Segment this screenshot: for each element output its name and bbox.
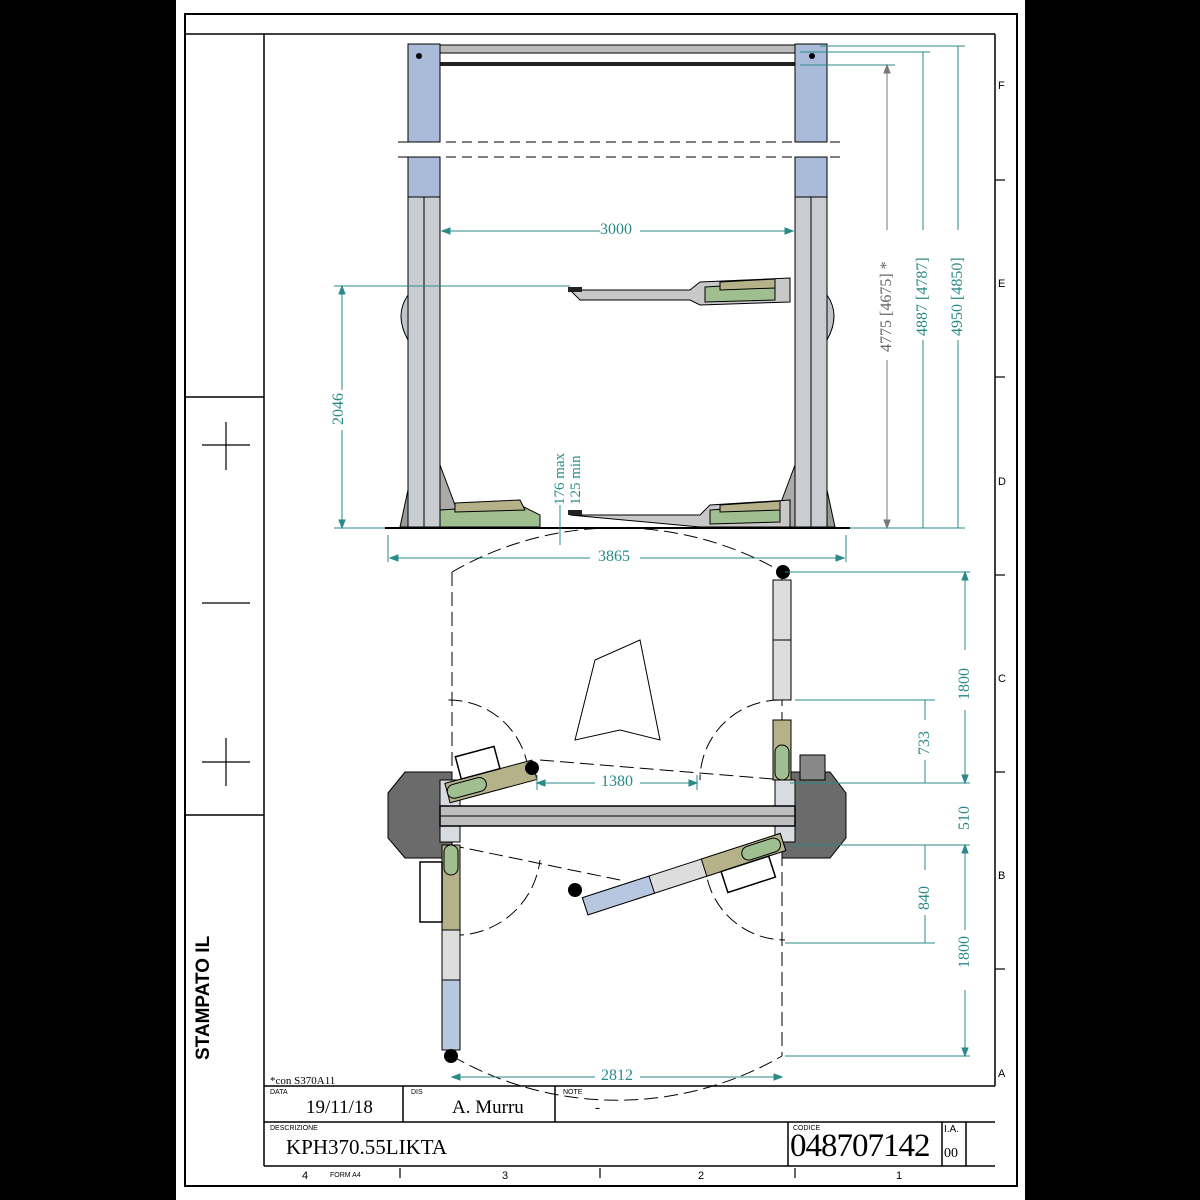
- ia-value: 00: [944, 1146, 958, 1161]
- plan-dimensions: [450, 570, 970, 1081]
- data-label: DATA: [270, 1089, 288, 1096]
- codice-value: 048707142: [790, 1128, 930, 1164]
- data-value: 19/11/18: [306, 1097, 373, 1118]
- dim-height-b: 4887 [4787]: [914, 257, 931, 336]
- zone-row-d: D: [998, 476, 1006, 488]
- dim-overall-width: 3865: [598, 548, 630, 565]
- outer-frame: [184, 13, 1018, 1187]
- dim-arm-gap: 1380: [601, 773, 633, 790]
- stamp-label: STAMPATO IL: [193, 935, 214, 1060]
- zone-ticks: [399, 179, 1005, 1178]
- zone-row-f: F: [998, 80, 1005, 92]
- registration-marks: [202, 422, 250, 786]
- ia-label: I.A.: [944, 1124, 960, 1135]
- drawing-sheet: [176, 0, 1025, 1200]
- descrizione-value: KPH370.55LIKTA: [286, 1135, 448, 1159]
- dim-upper-inner: 733: [916, 731, 933, 755]
- dim-lower-inner: 840: [916, 886, 933, 910]
- dim-front-width: 2812: [601, 1067, 633, 1084]
- zone-row-a: A: [998, 1068, 1006, 1080]
- title-block-grid: [263, 1085, 995, 1166]
- codice-label: CODICE: [793, 1125, 821, 1132]
- dim-lower-arm-height: 2046: [330, 393, 347, 425]
- dim-pad-max: 176 max: [552, 452, 568, 505]
- zone-row-e: E: [998, 278, 1006, 290]
- front-dimensions: [334, 45, 965, 562]
- zone-col-3: 3: [502, 1170, 509, 1182]
- dim-height-c: 4950 [4850]: [949, 257, 966, 336]
- dim-height-a: 4775 [4675] *: [878, 261, 895, 352]
- descrizione-label: DESCRIZIONE: [270, 1125, 318, 1132]
- zone-row-b: B: [998, 870, 1006, 882]
- zone-col-1: 1: [896, 1170, 903, 1182]
- plan-view: [387, 527, 847, 1101]
- dis-label: DIS: [411, 1089, 423, 1096]
- dim-inner-width: 3000: [600, 221, 632, 238]
- zone-col-4: 4: [302, 1170, 309, 1182]
- dim-pad-min: 125 min: [568, 455, 584, 505]
- dim-lower-reach: 1800: [956, 936, 973, 968]
- form-label: FORM A4: [330, 1172, 361, 1179]
- dim-column-depth: 510: [956, 806, 973, 830]
- front-view: [385, 43, 850, 529]
- note-label: NOTE: [563, 1089, 583, 1096]
- note-value: -: [595, 1100, 600, 1116]
- zone-row-c: C: [998, 673, 1006, 685]
- dis-value: A. Murru: [452, 1097, 524, 1118]
- dim-upper-reach: 1800: [956, 668, 973, 700]
- zone-col-2: 2: [698, 1170, 705, 1182]
- footnote: *con S370A11: [270, 1075, 336, 1087]
